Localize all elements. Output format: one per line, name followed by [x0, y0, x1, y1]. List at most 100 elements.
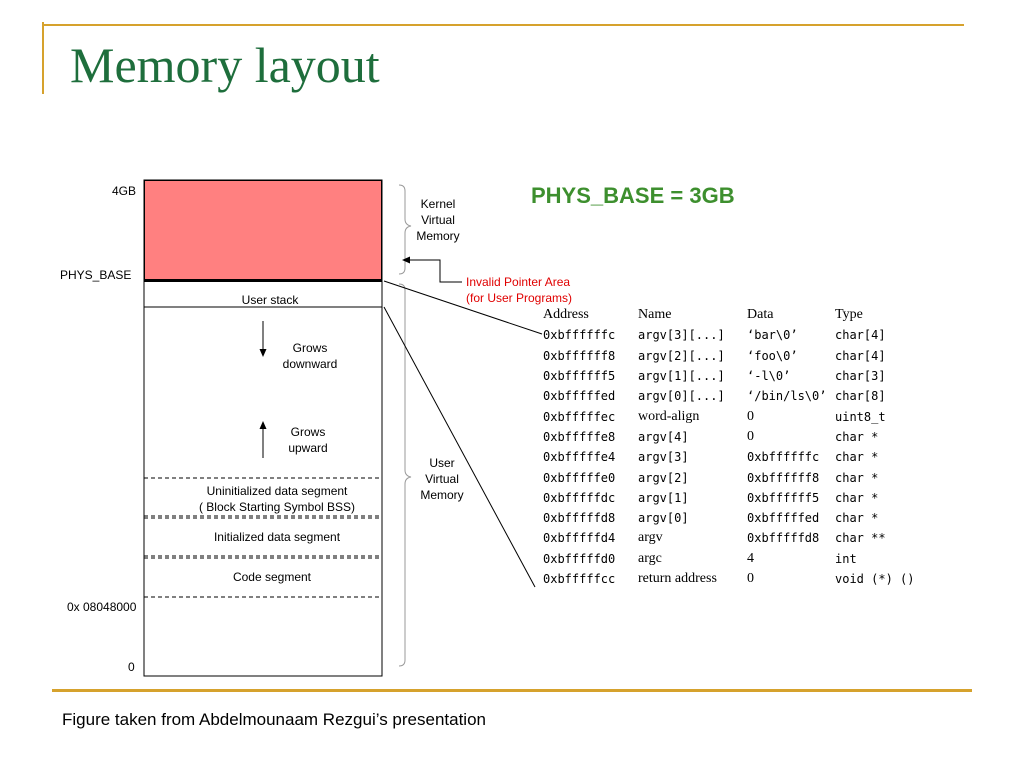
address-cell: 0xbfffffe8 [543, 429, 616, 444]
invalid-label-line-1: Invalid Pointer Area [466, 275, 571, 289]
name-cell: argv[2] [638, 470, 689, 485]
address-cell: 0xbfffffe0 [543, 470, 616, 485]
address-cell: 0xbfffffd8 [543, 511, 616, 526]
address-cell: 0xbfffffcc [543, 572, 616, 586]
user-virtual-memory-label: User Virtual Memory [410, 455, 474, 503]
address-cell: 0xbfffffd4 [543, 531, 616, 546]
segment-borders [144, 477, 382, 598]
addr-code-start-label: 0x 08048000 [67, 600, 137, 614]
data-cell: 0xbffffff8 [747, 470, 820, 485]
bss-line-2: ( Block Starting Symbol BSS) [198, 500, 356, 514]
address-cell: 0xbfffffdc [543, 490, 616, 505]
type-cell: int [835, 551, 857, 566]
bss-line-1: Uninitialized data segment [206, 484, 348, 498]
data-cell: ‘-l\0’ [747, 369, 791, 384]
addr-zero-label: 0 [128, 660, 135, 674]
invalid-label-line-2: (for User Programs) [466, 291, 573, 305]
slide-title: Memory layout [70, 37, 380, 93]
grows-upward-line-2: upward [288, 441, 328, 455]
table-row: 0xbfffffec word-align 0 uint8_t [543, 406, 915, 426]
data-cell: 0 [747, 408, 754, 424]
data-cell: ‘bar\0’ [747, 328, 798, 343]
header-data: Data [747, 307, 774, 323]
table-row: 0xbffffff5 argv[1][...] ‘-l\0’ char[3] [543, 366, 915, 386]
header-type: Type [835, 307, 863, 323]
invalid-pointer-area-label: Invalid Pointer Area (for User Programs) [466, 274, 572, 306]
kernel-brace [398, 184, 412, 275]
addr-phys-base-label: PHYS_BASE [60, 268, 132, 282]
data-cell: ‘/bin/ls\0’ [747, 389, 827, 404]
init-data-segment-label: Initialized data segment [213, 530, 341, 544]
title-rule-horizontal [42, 24, 964, 26]
type-cell: char * [835, 450, 879, 465]
address-cell: 0xbfffffe4 [543, 450, 616, 465]
table-row: 0xbfffffd0 argc 4 int [543, 549, 915, 569]
stack-table-header-row: Address Name Data Type [543, 305, 915, 325]
user-label-line-2: Virtual [425, 472, 459, 486]
address-cell: 0xbffffff8 [543, 348, 616, 363]
grows-downward-line-1: Grows [292, 341, 328, 355]
grows-upward-line-1: Grows [290, 425, 326, 439]
table-row: 0xbfffffd4 argv 0xbfffffd8 char ** [543, 528, 915, 548]
data-cell: 0xbffffffc [747, 450, 820, 465]
table-row: 0xbfffffed argv[0][...] ‘/bin/ls\0’ char[8] [543, 386, 915, 406]
name-cell: argv[4] [638, 429, 689, 444]
title-rule-vertical [42, 22, 44, 94]
arrow-up-icon [259, 421, 267, 458]
type-cell: char[8] [835, 389, 886, 404]
invalid-pointer-arrow [402, 256, 462, 283]
data-cell: 0xbffffff5 [747, 490, 820, 505]
address-cell: 0xbffffff5 [543, 369, 616, 384]
name-cell: argc [638, 550, 662, 566]
data-cell: 0xbfffffd8 [747, 531, 820, 546]
user-stack-label: User stack [241, 293, 299, 307]
address-cell: 0xbffffffc [543, 328, 616, 343]
type-cell: char[3] [835, 369, 886, 384]
name-cell: argv[3] [638, 450, 689, 465]
address-cell: 0xbfffffed [543, 389, 616, 404]
user-label-line-3: Memory [420, 488, 464, 502]
grows-downward-label: Grows downward [270, 340, 350, 372]
data-cell: 4 [747, 550, 754, 566]
figure-credit: Figure taken from Abdelmounaam Rezgui’s … [62, 710, 486, 729]
type-cell: char * [835, 511, 879, 526]
kernel-label-line-1: Kernel [420, 197, 456, 211]
address-cell: 0xbfffffd0 [543, 551, 616, 566]
grows-upward-label: Grows upward [268, 424, 348, 456]
stack-table: Address Name Data Type 0xbffffffc argv[3]… [543, 305, 915, 589]
name-cell: argv[1][...] [638, 369, 725, 384]
address-cell: 0xbfffffec [543, 409, 616, 424]
name-cell: argv[0][...] [638, 389, 725, 404]
addr-4gb-label: 4GB [112, 184, 137, 198]
phys-base-heading: PHYS_BASE = 3GB [531, 183, 735, 208]
name-cell: argv[2][...] [638, 348, 725, 363]
zoom-line-bottom [383, 306, 536, 588]
type-cell: uint8_t [835, 409, 886, 424]
name-cell: argv[3][...] [638, 328, 725, 343]
type-cell: char ** [835, 531, 886, 546]
name-cell: argv [638, 530, 663, 546]
user-brace [398, 283, 412, 667]
footer-rule [52, 689, 972, 692]
header-address: Address [543, 307, 589, 323]
data-cell: ‘foo\0’ [747, 348, 798, 363]
data-cell: 0 [747, 428, 754, 444]
table-row: 0xbfffffe4 argv[3] 0xbffffffc char * [543, 447, 915, 467]
header-name: Name [638, 307, 672, 323]
name-cell: word-align [638, 408, 700, 424]
kernel-label-line-3: Memory [416, 229, 460, 243]
user-label-line-1: User [429, 456, 455, 470]
kernel-virtual-memory-label: Kernel Virtual Memory [406, 196, 470, 244]
type-cell: void (*) () [835, 572, 915, 586]
name-cell: return address [638, 571, 717, 586]
name-cell: argv[0] [638, 511, 689, 526]
kernel-label-line-2: Virtual [421, 213, 455, 227]
arrow-down-icon [259, 321, 267, 357]
